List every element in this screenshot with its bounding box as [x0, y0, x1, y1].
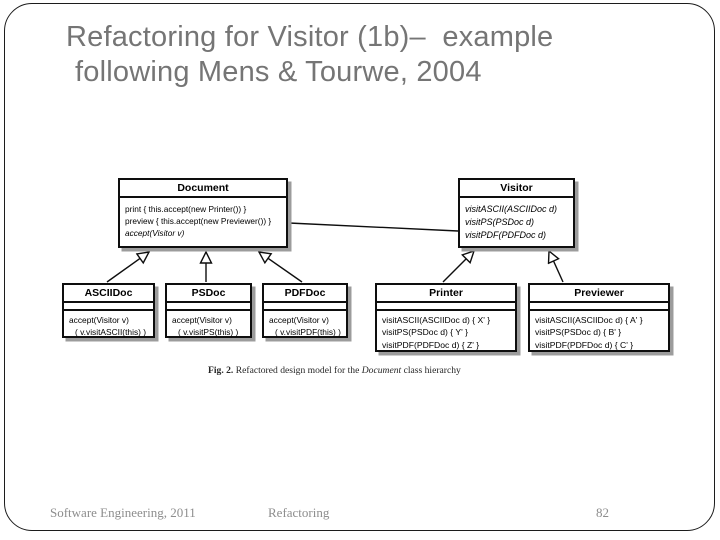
footer-course: Software Engineering, 2011: [50, 505, 196, 520]
method-line: preview { this.accept(new Previewer()) }: [125, 216, 272, 227]
method-line: ( v.visitASCII(this) ): [75, 327, 147, 338]
method-line: print { this.accept(new Printer()) }: [125, 204, 247, 214]
figure-caption: Fig. 2. Refactored design model for the …: [208, 365, 528, 376]
class-title-psdoc: PSDoc: [167, 285, 250, 303]
method-line: accept(Visitor v): [269, 315, 329, 325]
class-box-psdoc: PSDoc accept(Visitor v) ( v.visitPS(this…: [165, 283, 252, 338]
class-title-asciidoc: ASCIIDoc: [64, 285, 153, 303]
caption-emphasis: Document: [361, 365, 402, 376]
attributes-compartment: [167, 303, 250, 311]
method-line: accept(Visitor v): [125, 228, 185, 239]
class-box-pdfdoc: PDFDoc accept(Visitor v) ( v.visitPDF(th…: [262, 283, 348, 338]
attributes-compartment: [530, 303, 668, 311]
class-title-visitor: Visitor: [460, 180, 573, 198]
class-title-printer: Printer: [377, 285, 515, 303]
footer-page-number: 82: [596, 505, 609, 520]
title-line-1: Refactoring for Visitor (1b)– example: [66, 21, 554, 53]
caption-text: Refactored design model for the: [233, 365, 362, 376]
class-box-document: Document print { this.accept(new Printer…: [118, 178, 288, 248]
method-line: visitASCII(ASCIIDoc d): [465, 204, 558, 214]
attributes-compartment: [264, 303, 346, 311]
method-line: visitPDF(PDFDoc d) { Z' }: [382, 339, 480, 350]
method-line: visitPDF(PDFDoc d): [465, 230, 547, 241]
method-line: accept(Visitor v): [172, 315, 232, 325]
class-title-pdfdoc: PDFDoc: [264, 285, 346, 303]
attributes-compartment: [377, 303, 515, 311]
method-line: ( v.visitPDF(this) ): [275, 327, 341, 338]
slide-border: [4, 3, 715, 531]
method-line: visitPS(PSDoc d) { Y' }: [382, 327, 469, 338]
method-line: visitPDF(PDFDoc d) { C' }: [535, 339, 634, 350]
caption-text: class hierarchy: [401, 365, 461, 376]
figure-label: Fig. 2.: [208, 365, 234, 376]
class-title-previewer: Previewer: [530, 285, 668, 303]
class-box-previewer: Previewer visitASCII(ASCIIDoc d) { A' } …: [528, 283, 670, 352]
method-line: ( v.visitPS(this) ): [178, 327, 239, 338]
class-box-asciidoc: ASCIIDoc accept(Visitor v) ( v.visitASCI…: [62, 283, 155, 338]
footer-section: Refactoring: [268, 505, 330, 520]
class-title-document: Document: [120, 180, 286, 198]
class-box-printer: Printer visitASCII(ASCIIDoc d) { X' } vi…: [375, 283, 517, 352]
method-line: visitASCII(ASCIIDoc d) { A' }: [535, 315, 643, 325]
attributes-compartment: [64, 303, 153, 311]
title-line-2: following Mens & Tourwe, 2004: [75, 56, 482, 88]
method-line: visitPS(PSDoc d) { B' }: [535, 327, 622, 338]
class-box-visitor: Visitor visitASCII(ASCIIDoc d) visitPS(P…: [458, 178, 575, 248]
method-line: visitPS(PSDoc d): [465, 217, 535, 228]
method-line: accept(Visitor v): [69, 315, 129, 325]
method-line: visitASCII(ASCIIDoc d) { X' }: [382, 315, 491, 325]
slide-title: Refactoring for Visitor (1b)– example fo…: [66, 20, 686, 90]
